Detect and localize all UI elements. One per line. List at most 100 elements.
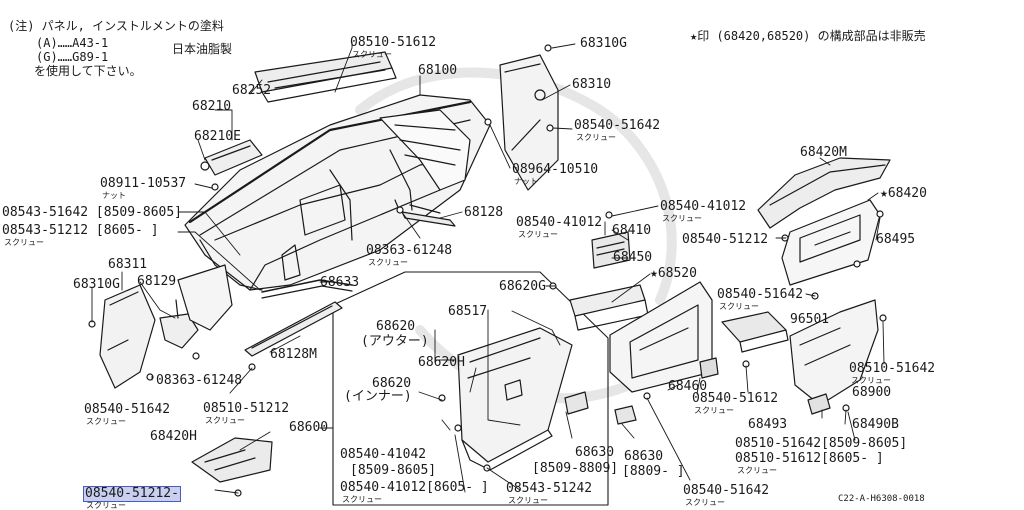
part-68900 (789, 299, 879, 406)
leader-lines (91, 41, 885, 494)
part-label-68128: 68128 (464, 205, 504, 220)
part-label-68420: ★68420 (880, 186, 927, 201)
part-label-68460: 68460 (668, 379, 708, 394)
part-label-08540-41012-c: 08540-41012[8605- ] (340, 480, 489, 495)
part-68450 (569, 284, 649, 331)
part-label-08540-51212-sel[interactable]: 08540-51212- (83, 486, 181, 502)
part-label-08964-10510: 08964-10510 (512, 162, 599, 177)
part-label-08510-51612-range: 08510-51612[8605- ] (735, 451, 884, 466)
part-label-sub-08540-51642-b: スクリュー (719, 302, 759, 311)
part-label-sub-08540-41012-a: スクリュー (518, 230, 558, 239)
part-label-08540-41012-b: 08540-41012 (660, 199, 747, 214)
part-label-08543-51242: 08543-51242 (506, 481, 593, 496)
part-label-sub-08363-61248-a: スクリュー (368, 258, 408, 267)
fasteners (88, 44, 887, 497)
part-68210 (204, 139, 263, 176)
part-label-08510-51612-a: 08510-51612 (350, 35, 437, 50)
part-label-68310g-b: 68310G (73, 277, 120, 292)
part-label-68100: 68100 (418, 63, 458, 78)
part-label-08510-51212: 08510-51212 (203, 401, 290, 416)
part-label-96501: 96501 (790, 312, 830, 327)
part-label-68310g-a: 68310G (580, 36, 627, 51)
part-label-sub-08911-10537: ナット (102, 191, 126, 200)
part-68311 (99, 284, 156, 389)
part-label-68252: 68252 (232, 83, 272, 98)
part-label-68900: 68900 (852, 385, 892, 400)
part-label-8509-8605: [8509-8605] (350, 463, 437, 478)
part-label-68630-b-range: [8809- ] (622, 464, 685, 479)
part-label-sub-08540-51642-c: スクリュー (86, 417, 126, 426)
part-label-68620g: 68620G (499, 279, 546, 294)
part-label-68450: 68450 (613, 250, 653, 265)
part-label-sub-08510-51642: スクリュー (851, 376, 891, 385)
part-68310 (499, 54, 559, 191)
part-label-08540-51642-b: 08540-51642 (717, 287, 804, 302)
part-label-08540-51212-a: 08540-51212 (682, 232, 769, 247)
part-68420M (757, 157, 891, 229)
part-label-68630-b: 68630 (624, 449, 664, 464)
part-label-68495: 68495 (876, 232, 916, 247)
part-label-08540-51642-d: 08540-51642 (683, 483, 770, 498)
part-label-sub-08540-51642-d: スクリュー (685, 498, 725, 507)
part-label-68128m: 68128M (270, 347, 317, 362)
note-paint-header: (注) パネル, インストルメントの塗料 (8, 19, 224, 33)
part-label-68620-outer-jp: (アウター) (361, 334, 429, 349)
part-label-sub-08540-51212-sel: スクリュー (86, 501, 126, 510)
part-label-08540-41042: 08540-41042 (340, 447, 427, 462)
part-label-08363-61248-b: 08363-61248 (156, 373, 243, 388)
part-label-sub-08540-41012-b: スクリュー (662, 214, 702, 223)
part-label-68410: 68410 (612, 223, 652, 238)
part-label-68490b: 68490B (852, 417, 899, 432)
part-label-68520: ★68520 (650, 266, 697, 281)
part-label-sub-08510-51612-range: スクリュー (737, 466, 777, 475)
note-use: を使用して下さい。 (34, 64, 142, 78)
part-68252 (254, 51, 397, 103)
part-68420H (191, 437, 273, 483)
part-label-08363-61248-a: 08363-61248 (366, 243, 453, 258)
part-label-68210: 68210 (192, 99, 232, 114)
part-label-68420h: 68420H (150, 429, 197, 444)
part-label-08543-51212: 08543-51212 [8605- ] (2, 223, 159, 238)
part-label-68129: 68129 (137, 274, 177, 289)
part-label-sub-08543-51242: スクリュー (508, 496, 548, 505)
part-68493 (807, 393, 831, 415)
part-label-68311: 68311 (108, 257, 148, 272)
part-label-68630-a-range: [8509-8809] (532, 461, 619, 476)
part-label-68620-inner: 68620 (372, 376, 412, 391)
part-label-sub-08964-10510: ナット (514, 177, 538, 186)
part-label-68310: 68310 (572, 77, 612, 92)
part-68420 (781, 199, 881, 286)
part-label-08510-51642: 08510-51642 (849, 361, 936, 376)
part-label-sub-08540-41012-c: スクリュー (342, 495, 382, 504)
part-label-08540-51612: 08540-51612 (692, 391, 779, 406)
part-label-68420m: 68420M (800, 145, 847, 160)
part-label-sub-08540-51642-a: スクリュー (576, 133, 616, 142)
part-label-08543-51642-a: 08543-51642 [8509-8605] (2, 205, 183, 220)
part-label-68630-a: 68630 (575, 445, 615, 460)
note-paint-g: (G)……G89-1 (36, 50, 109, 64)
part-68100-panel (184, 94, 491, 291)
part-label-sub-08510-51612-a: スクリュー (352, 50, 392, 59)
note-paint-a: (A)……A43-1 (36, 36, 109, 50)
part-label-08510-51642-range: 08510-51642[8509-8605] (735, 436, 908, 451)
part-68620-glovebox (457, 327, 573, 471)
part-68460 (699, 357, 719, 379)
part-label-68210e: 68210E (194, 129, 241, 144)
part-label-08911-10537: 08911-10537 (100, 176, 187, 191)
part-label-68620-inner-jp: (インナー) (344, 389, 412, 404)
note-maker: 日本油脂製 (172, 42, 233, 56)
part-68410 (591, 231, 631, 269)
part-label-08540-51642-c: 08540-51642 (84, 402, 171, 417)
note-star-parts: ★印 (68420,68520) の構成部品は非販売 (690, 29, 926, 43)
part-96501 (721, 311, 789, 353)
part-label-08540-51642-a: 08540-51642 (574, 118, 661, 133)
part-label-68620h: 68620H (418, 355, 465, 370)
part-label-68600: 68600 (289, 420, 329, 435)
part-label-68517: 68517 (448, 304, 488, 319)
glovebox-frame (332, 271, 609, 506)
part-label-sub-08543-51212: スクリュー (4, 238, 44, 247)
part-68633 (261, 279, 353, 299)
drawing-code: C22-A-H6308-0018 (838, 494, 925, 504)
